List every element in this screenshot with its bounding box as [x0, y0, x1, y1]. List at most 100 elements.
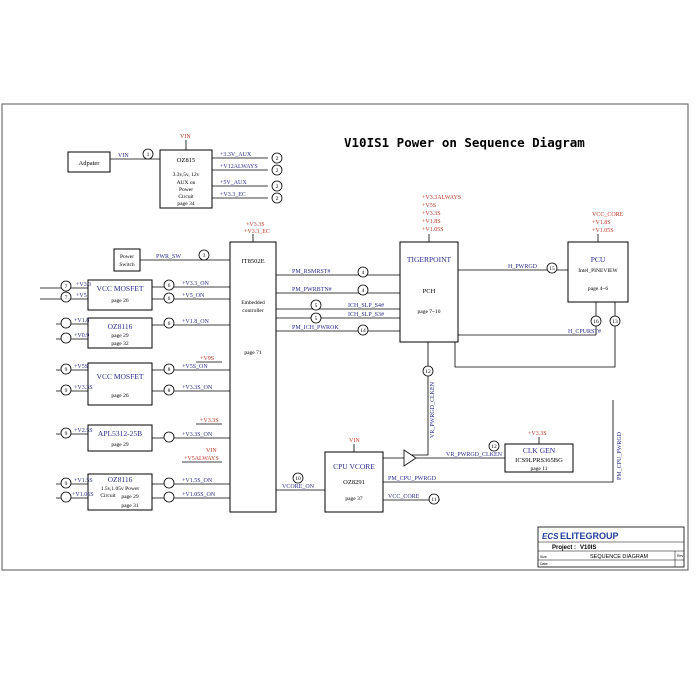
tigerpoint-supply-4: +V1.05S: [422, 227, 444, 233]
it8502e-page: page 71: [244, 350, 262, 356]
step-4a: 4: [362, 270, 365, 276]
oz8116-2-sub2: Circuit: [100, 493, 116, 499]
pm-cpu-pwrgd-v-label: PM_CPU_PWRGD: [617, 431, 623, 480]
pcu-supply-0: VCC_CORE: [592, 212, 624, 218]
adapter-label: Adpater: [79, 160, 101, 167]
pcu-name: PCU: [591, 255, 606, 264]
step-14: 14: [360, 328, 366, 334]
pm-cpu-pwrgd-label: PM_CPU_PWRGD: [388, 476, 437, 482]
step-12a: 12: [425, 369, 431, 375]
oz8116-1-block: [87, 317, 153, 349]
ich-slp-s3-label: ICH_SLP_S3#: [348, 312, 384, 318]
v3v3s-on-label: +V3.3S_ON: [182, 385, 213, 391]
v5always-label: +V5ALWAYS: [184, 456, 219, 462]
oz8116-2-sub1: 1.5v,1.05v Power: [101, 486, 140, 492]
vin-red-label: VIN: [206, 448, 217, 454]
clk-gen-sub: ICS9LPRS365BG: [515, 457, 563, 464]
tigerpoint-supply-0: +V3.3ALWAYS: [422, 195, 461, 201]
cpu-vcore-sub: OZ8291: [343, 479, 365, 486]
company-logo: ECS: [542, 532, 559, 541]
tigerpoint-sub: PCH: [423, 288, 436, 295]
vcore-on-label: VCORE_ON: [282, 484, 315, 490]
h-pwrgd-label: H_PWRGD: [508, 264, 538, 270]
oz815-sub1: AUX on: [177, 180, 196, 186]
step-2c: 2: [276, 184, 279, 190]
rev-label: Rev: [677, 554, 683, 558]
vcc-mosfet-1-block: [87, 279, 153, 311]
step-16: 16: [593, 319, 599, 325]
v5-on-label: +V5_ON: [182, 293, 205, 299]
h-cpurst-label: H_CPURST#: [568, 329, 601, 335]
pm-rsmrst-label: PM_RSMRST#: [292, 269, 330, 275]
oz8116-1-name: OZ8116: [108, 322, 133, 331]
vcc-mosfet-1-page: page 26: [111, 298, 129, 304]
pcu-sub: Intel_PINEVIEW: [578, 268, 618, 274]
oz8116-2-name: OZ8116: [108, 475, 133, 484]
oz815-page: page 34: [177, 201, 195, 207]
v1v8-label: +V1.8: [74, 318, 89, 324]
vr-pwrgd-clken-h-label: VR_PWRGD_CLKEN: [446, 452, 503, 458]
clk-gen-name: CLK GEN: [523, 446, 556, 455]
adapter-block: [67, 151, 111, 173]
tigerpoint-block: [399, 241, 459, 343]
oz815-rails: 3.3v,5v, 12v: [173, 172, 200, 178]
v5s-on-label: +V5S_ON: [182, 364, 208, 370]
pcu-block: [567, 241, 629, 303]
v12always-label: +V12ALWAYS: [220, 164, 258, 170]
step-1: 1: [147, 152, 150, 158]
step-9c: 9: [65, 431, 68, 437]
v3v3-label: +V3.3: [76, 282, 91, 288]
clk-gen-supply: +V3.3S: [528, 431, 547, 437]
step-2b: 2: [276, 168, 279, 174]
step-5a: 5: [315, 303, 318, 309]
it8502e-supply2: +V3.3_EC: [244, 229, 270, 235]
cpu-vcore-page: page 37: [345, 496, 363, 502]
oz8116-1-page1: page 29: [111, 333, 129, 339]
step-3: 3: [203, 253, 206, 259]
v1v05s-label: +V1.05S: [72, 492, 94, 498]
it8502e-sub2: controller: [242, 308, 264, 314]
v2v5s-label: +V2.5S: [74, 428, 93, 434]
oz815-sub3: Circuit: [178, 194, 194, 200]
oz8116-2-page2: page 31: [121, 503, 139, 509]
pm-pwrbtn-label: PM_PWRBTN#: [292, 287, 332, 293]
power-switch-line1: Power: [120, 254, 134, 260]
aux-5v-label: +5V_AUX: [220, 180, 247, 186]
v3v3-ec-label: +V3.3_EC: [220, 192, 246, 198]
sequence-steps: 1 2 2 2 2 3 4 4 5 5 6 6 6 7 7 8 8 9 9 9 …: [60, 148, 621, 505]
step-9a: 9: [65, 367, 68, 373]
step-15: 15: [549, 266, 555, 272]
step-7a: 7: [65, 284, 68, 290]
v3v3s-red-label: +V3.3S: [200, 418, 219, 424]
v5-label: +V5: [76, 293, 87, 299]
tigerpoint-supply-3: +V1.8S: [422, 219, 441, 225]
vin-signal-label: VIN: [118, 153, 129, 159]
oz815-supply-label: VIN: [180, 134, 191, 140]
oz815-name: OZ815: [177, 157, 195, 164]
step-13: 13: [612, 319, 618, 325]
cpu-vcore-block: [324, 451, 384, 513]
step-9d: 9: [65, 481, 68, 487]
oz8116-2-block: [87, 473, 153, 511]
v5s-label: +V5S: [74, 364, 88, 370]
diagram-title: V10IS1 Power on Sequence Diagram: [344, 135, 585, 150]
sheet-title-label: SEQUENCE DIAGRAM: [590, 554, 648, 560]
vcc-mosfet-1-name: VCC MOSFET: [97, 284, 144, 293]
step-11: 11: [431, 497, 437, 503]
it8502e-sub1: Embedded: [241, 300, 265, 306]
vcc-mosfet-2-name: VCC MOSFET: [97, 372, 144, 381]
oz8116-2-page1: page 29: [121, 494, 139, 500]
step-2a: 2: [276, 156, 279, 162]
v9s-red-label: +V9S: [200, 356, 214, 362]
step-2d: 2: [276, 196, 279, 202]
tigerpoint-supply-1: +V5S: [422, 203, 436, 209]
aux-3v3-label: +3.3V_AUX: [220, 152, 252, 158]
project-label: Project :: [552, 545, 576, 551]
company-name: ELITEGROUP: [560, 531, 619, 541]
v1v05s-on-label: +V1.05S_ON: [182, 492, 216, 498]
apl5312-block: [87, 424, 153, 452]
tigerpoint-name: TIGERPOINT: [407, 255, 452, 264]
step-10: 10: [295, 476, 301, 482]
clk-gen-block: [504, 443, 574, 473]
